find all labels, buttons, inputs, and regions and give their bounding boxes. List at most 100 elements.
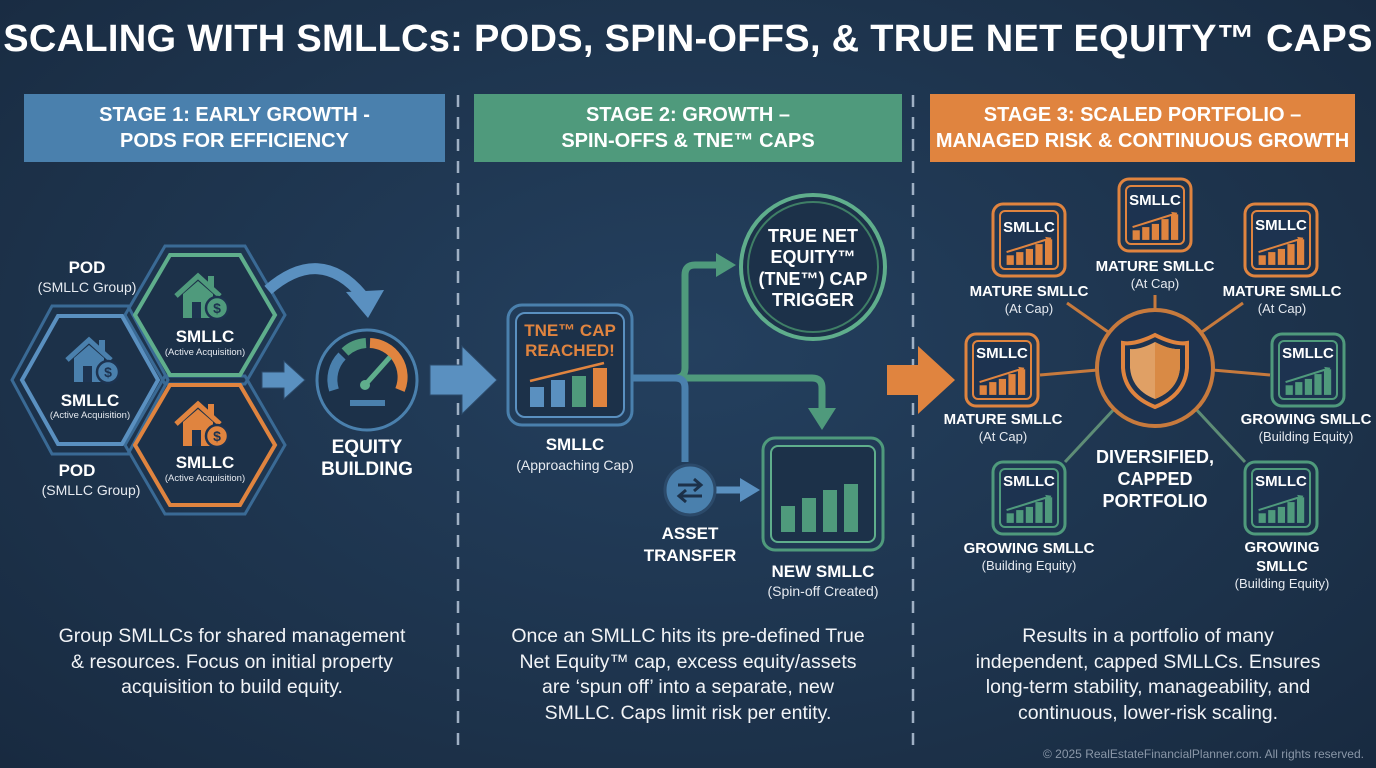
new-smllc-sublabel: (Spin-off Created) [767,583,878,599]
header-line: STAGE 3: SCALED PORTFOLIO – [983,104,1302,126]
header-line: STAGE 2: GROWTH – [585,104,791,126]
stage-3-description: Results in a portfolio of many independe… [928,624,1368,726]
mature-smllc-sublabel: (At Cap) [1005,301,1053,316]
growing-smllc-label: SMLLC [1256,558,1308,575]
pod-sublabel: (SMLLC Group) [42,482,141,498]
mature-smllc-box: SMLLC [1119,179,1191,251]
smllc-sublabel: (Active Acquisition) [50,410,130,421]
trigger-label: TRUE NET [768,226,858,246]
mature-smllc-label: MATURE SMLLC [1223,283,1342,300]
svg-text:SMLLC: SMLLC [1282,345,1334,362]
growing-smllc-label: GROWING SMLLC [964,540,1095,557]
header-line: PODS FOR EFFICIENCY [120,130,349,152]
stage-2-header: STAGE 2: GROWTH – SPIN-OFFS & TNE™ CAPS [474,94,902,162]
mature-smllc-label: MATURE SMLLC [944,411,1063,428]
pod-outline [10,244,287,516]
page-title: SCALING WITH SMLLCs: PODS, SPIN-OFFS, & … [3,18,1373,60]
portfolio-center [1095,308,1215,428]
smllc-label: SMLLC [546,435,605,454]
equity-building-label: EQUITY [332,437,403,458]
growing-smllc-label: GROWING [1245,539,1320,556]
arrow-head [808,408,836,430]
svg-text:SMLLC: SMLLC [1003,219,1055,236]
svg-text:SMLLC: SMLLC [1255,473,1307,490]
mature-smllc-box: SMLLC [1245,204,1317,276]
asset-transfer-label: TRANSFER [644,546,737,565]
growing-smllc-box: SMLLC [1272,334,1344,406]
svg-text:SMLLC: SMLLC [1129,192,1181,209]
smllc-sublabel: (Active Acquisition) [165,347,245,358]
mature-smllc-sublabel: (At Cap) [979,429,1027,444]
header-line: STAGE 1: EARLY GROWTH - [99,104,370,126]
cap-reached-label: TNE™ CAP [524,321,616,340]
new-smllc-box [761,436,885,552]
stage-2-description: Once an SMLLC hits its pre-defined True … [468,624,908,726]
description-line: SMLLC. Caps limit risk per entity. [544,701,832,724]
copyright: © 2025 RealEstateFinancialPlanner.com. A… [1042,747,1364,761]
arrow-head [740,478,760,502]
portfolio-label: PORTFOLIO [1103,491,1208,511]
pod-sublabel: (SMLLC Group) [38,279,137,295]
mature-smllc-box: SMLLC [993,204,1065,276]
growing-smllc-box: SMLLC [1245,462,1317,534]
cap-reached-label: REACHED! [525,341,615,360]
growing-smllc-sublabel: (Building Equity) [982,558,1077,573]
tne-cap-box: TNE™ CAP REACHED! [506,303,634,427]
growing-smllc-sublabel: (Building Equity) [1235,576,1330,591]
asset-transfer-label: ASSET [662,524,719,543]
description-line: Net Equity™ cap, excess equity/assets [519,650,857,673]
stage-arrow-icon [887,346,955,414]
description-line: acquisition to build equity. [121,676,343,698]
stage-1-header: STAGE 1: EARLY GROWTH - PODS FOR EFFICIE… [24,94,445,162]
arrow-head [716,253,736,277]
smllc-label: SMLLC [176,453,235,472]
smllc-sublabel: (Active Acquisition) [165,473,245,484]
description-line: are ‘spun off’ into a separate, new [542,676,834,698]
stage-3-header: STAGE 3: SCALED PORTFOLIO – MANAGED RISK… [930,94,1355,162]
svg-text:SMLLC: SMLLC [1255,217,1307,234]
smllc-hex-green: SMLLC (Active Acquisition) [132,253,278,377]
mature-smllc-label: MATURE SMLLC [970,283,1089,300]
flow-lines [632,261,826,494]
smllc-label: SMLLC [176,327,235,346]
smllc-hex-blue: SMLLC (Active Acquisition) [19,314,161,446]
smllc-label: SMLLC [61,391,120,410]
description-line: long-term stability, manageability, and [985,676,1311,698]
equity-building-label: BUILDING [321,459,413,480]
pod-label: POD [69,258,106,277]
mature-smllc-sublabel: (At Cap) [1131,276,1179,291]
gauge-icon [315,328,419,432]
description-line: independent, capped SMLLCs. Ensures [975,650,1321,673]
growing-smllc-sublabel: (Building Equity) [1259,429,1354,444]
description-line: & resources. Focus on initial property [71,650,393,673]
curved-arrow-icon [264,263,367,299]
pod-label: POD [59,461,96,480]
arrow-head [346,290,384,318]
mature-smllc-sublabel: (At Cap) [1258,301,1306,316]
trigger-label: (TNE™) CAP [759,269,868,289]
trigger-label: TRIGGER [772,290,854,310]
description-line: Results in a portfolio of many [1022,625,1274,647]
description-line: Once an SMLLC hits its pre-defined True [511,625,865,647]
description-line: Group SMLLCs for shared management [58,625,406,647]
header-line: MANAGED RISK & CONTINUOUS GROWTH [935,130,1350,152]
stage-arrow-icon [429,344,498,416]
arrow-right-icon [261,359,306,401]
growing-smllc-box: SMLLC [993,462,1065,534]
portfolio-label: CAPPED [1117,469,1192,489]
svg-text:SMLLC: SMLLC [976,345,1028,362]
mature-smllc-box: SMLLC [966,334,1038,406]
description-line: continuous, lower-risk scaling. [1017,701,1279,724]
stage-1-description: Group SMLLCs for shared management & res… [12,624,452,701]
growing-smllc-label: GROWING SMLLC [1241,411,1372,428]
header-line: SPIN-OFFS & TNE™ CAPS [561,130,815,152]
smllc-sublabel: (Approaching Cap) [516,457,634,473]
mature-smllc-label: MATURE SMLLC [1096,258,1215,275]
asset-transfer-icon [663,463,717,517]
svg-text:SMLLC: SMLLC [1003,473,1055,490]
tne-trigger-circle: TRUE NET EQUITY™ (TNE™) CAP TRIGGER [739,193,887,341]
smllc-hex-orange: SMLLC (Active Acquisition) [132,383,278,507]
trigger-label: EQUITY™ [770,247,855,267]
new-smllc-label: NEW SMLLC [772,562,875,581]
